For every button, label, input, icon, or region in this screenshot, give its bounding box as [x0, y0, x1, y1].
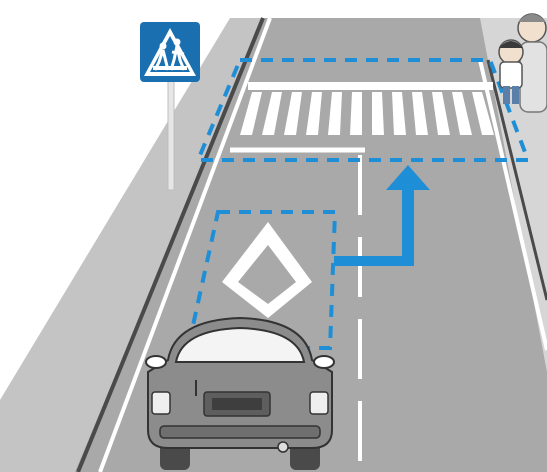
road-scene-svg	[0, 0, 547, 472]
road-illustration	[0, 0, 547, 472]
